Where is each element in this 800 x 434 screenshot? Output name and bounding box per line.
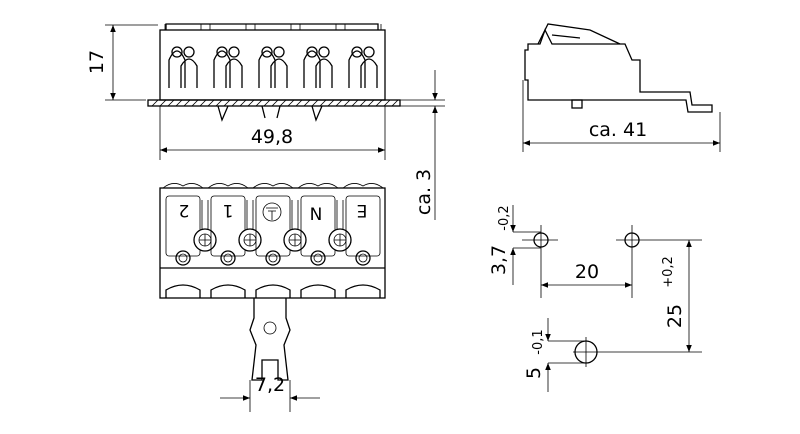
bottom-test-point-cross: [199, 234, 211, 246]
dim-41-extension: [522, 80, 721, 152]
bottom-test-point-cross: [289, 234, 301, 246]
bottom-release-tab: [165, 284, 201, 298]
snap-legs: [217, 105, 323, 122]
front-contact-opening: [183, 46, 195, 58]
dim-25-label: 25: [664, 304, 686, 328]
front-view: 17 49,8 ca. 3: [86, 23, 445, 220]
front-top-rail: [165, 23, 379, 30]
bottom-cell: [345, 195, 381, 257]
dim-49-label: 49,8: [251, 126, 293, 148]
front-spring-clamp: [258, 50, 288, 88]
front-cell-divider: [344, 24, 382, 30]
front-contact-opening: [228, 46, 240, 58]
bottom-divider-slot: [201, 200, 209, 232]
bottom-screw-hole-inner: [358, 253, 368, 263]
front-contact-opening: [363, 46, 375, 58]
bottom-screw-hole: [355, 250, 371, 266]
front-contact-opening: [171, 46, 183, 58]
front-contact-opening: [306, 46, 318, 58]
dim-5-label: 5: [523, 367, 545, 379]
dim-25-tolerance: +0,2: [661, 256, 676, 288]
bottom-entry-bump: [342, 183, 384, 189]
front-cell-divider: [164, 24, 202, 30]
front-cell-divider: [209, 24, 247, 30]
clip-hole: [263, 321, 277, 335]
terminal-label-e: E: [357, 200, 368, 220]
bottom-body-outline: [159, 187, 386, 299]
bottom-cell: [255, 195, 291, 257]
terminal-label-n: N: [310, 205, 323, 225]
front-spring-clamp: [303, 50, 333, 88]
bottom-divider-slot: [291, 200, 299, 232]
bottom-test-point-cross: [334, 234, 346, 246]
bottom-cell: [210, 195, 246, 257]
bottom-screw-hole: [175, 250, 191, 266]
dim-41-label: ca. 41: [589, 119, 647, 141]
bottom-divider-slot: [336, 200, 344, 232]
front-contact-opening: [318, 46, 330, 58]
dim-ca3-extension: [400, 99, 445, 107]
front-contact-opening: [273, 46, 285, 58]
front-contact-opening: [261, 46, 273, 58]
terminal-label-2: 2: [179, 200, 190, 220]
side-body-outline: [524, 28, 713, 113]
bottom-release-tab: [255, 284, 291, 298]
hole-pattern: 3,7 -0,2 20 25 +0,2 5 -0,1: [488, 205, 702, 392]
bottom-cell: [300, 195, 336, 257]
front-cell-divider: [254, 24, 292, 30]
bottom-test-point-cross: [244, 234, 256, 246]
side-view: ca. 41: [522, 23, 721, 152]
bottom-entry-bump: [297, 183, 339, 189]
front-spring-clamp: [348, 50, 378, 88]
mounting-plate: [147, 99, 401, 107]
mounting-clip: [249, 298, 291, 381]
bottom-view: 2 1 N E 7,2: [159, 183, 386, 412]
bottom-screw-hole-inner: [268, 253, 278, 263]
front-spring-clamp: [168, 50, 198, 88]
bottom-cell: [165, 195, 201, 257]
side-leg: [571, 99, 583, 109]
bottom-entry-bump: [252, 183, 294, 189]
bottom-screw-hole: [310, 250, 326, 266]
front-body-outline: [159, 29, 386, 101]
bottom-screw-hole-inner: [178, 253, 188, 263]
bottom-release-tab: [345, 284, 381, 298]
hole-center-lines: [513, 225, 702, 367]
dim-ca3-label: ca. 3: [413, 169, 435, 215]
dim-17-label: 17: [86, 50, 108, 74]
bottom-entry-bump: [162, 183, 204, 189]
dim-37-tolerance: -0,2: [497, 205, 512, 230]
bottom-divider-slot: [246, 200, 254, 232]
front-contact-opening: [216, 46, 228, 58]
bottom-release-tab: [300, 284, 336, 298]
dim-37-label: 3,7: [488, 245, 510, 275]
front-contact-opening: [351, 46, 363, 58]
bottom-screw-hole-inner: [223, 253, 233, 263]
plate-hatching: [151, 99, 399, 107]
bottom-screw-hole: [220, 250, 236, 266]
bottom-screw-hole-inner: [313, 253, 323, 263]
front-spring-clamp: [213, 50, 243, 88]
front-cell-divider: [299, 24, 337, 30]
dim-20-label: 20: [575, 261, 599, 283]
bottom-entry-bump: [207, 183, 249, 189]
terminal-label-1: 1: [223, 200, 234, 220]
dim-72-label: 7,2: [255, 374, 285, 396]
dim-5-tolerance: -0,1: [531, 329, 546, 354]
bottom-screw-hole: [265, 250, 281, 266]
ground-symbol-icon: [262, 202, 282, 222]
side-lever: [537, 23, 621, 45]
bottom-release-tab: [210, 284, 246, 298]
